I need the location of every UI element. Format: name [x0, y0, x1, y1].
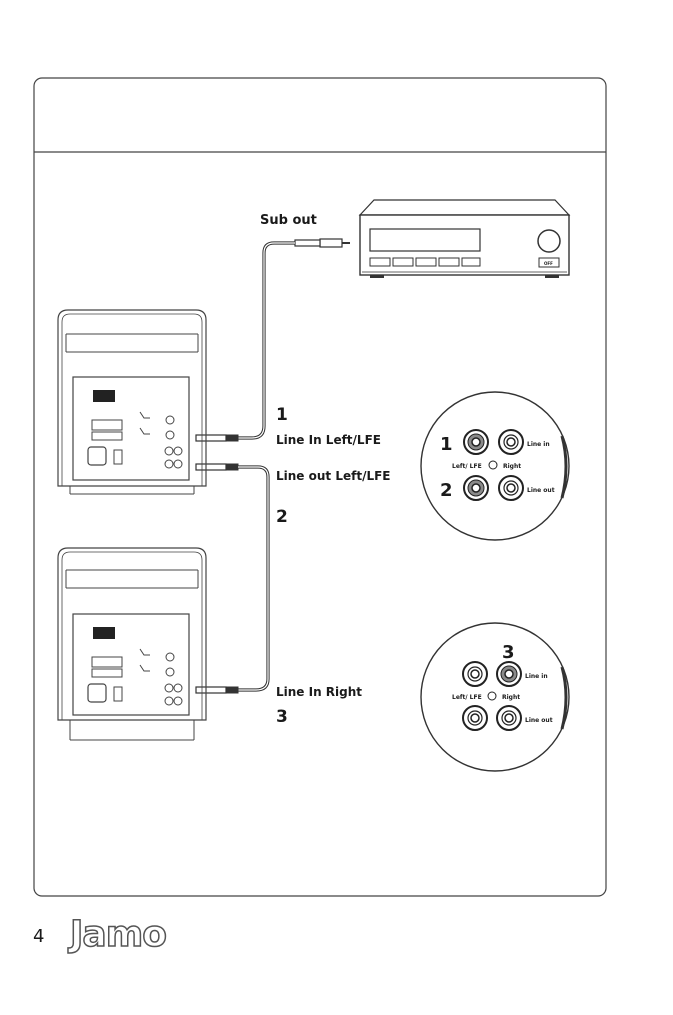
detail1-jack-line-out-right-icon	[498, 475, 524, 501]
detail1-jack-line-out-left-icon	[463, 475, 489, 501]
detail2-line-in: Line in	[525, 673, 548, 680]
detail2-jack-line-in-right-icon	[496, 661, 522, 687]
detail-circle-2: 3 Line in Line out Left/ LFE Right	[420, 622, 570, 772]
step1-label: Line In Left/LFE	[276, 433, 381, 447]
step3-number: 3	[276, 707, 288, 727]
detail-circle-1: 1 2 Line in Line out Left/ LFE Right	[420, 391, 570, 541]
sub1-jamo-badge	[93, 390, 115, 402]
jamo-logo: Jamo	[69, 913, 167, 956]
detail1-line-in: Line in	[527, 441, 550, 448]
step1-number: 1	[276, 405, 288, 425]
sub-out-label: Sub out	[260, 213, 317, 228]
page-number: 4	[33, 926, 45, 947]
detail2-jack-line-out-right-icon	[496, 705, 522, 731]
detail2-right: Right	[502, 694, 520, 701]
volume-knob-icon	[537, 229, 561, 253]
jamo-logo-text: Jamo	[69, 913, 167, 956]
detail1-num1: 1	[440, 434, 453, 455]
detail2-left-lfe: Left/ LFE	[452, 694, 482, 701]
subwoofer-1	[57, 309, 207, 495]
detail2-num3: 3	[502, 642, 515, 663]
detail1-jack-line-in-left-icon	[463, 429, 489, 455]
detail2-jack-line-out-left-icon	[462, 705, 488, 731]
sub2-jamo-badge	[93, 627, 115, 639]
amplifier-display	[369, 228, 481, 252]
step2-label: Line out Left/LFE	[276, 469, 391, 483]
off-button	[538, 257, 560, 268]
page-frame	[33, 77, 607, 897]
detail2-line-out: Line out	[525, 717, 553, 724]
amplifier: OFF	[358, 199, 571, 278]
detail1-line-out: Line out	[527, 487, 555, 494]
step2-number: 2	[276, 507, 288, 527]
off-button-label: OFF	[544, 261, 553, 266]
subwoofer-2	[57, 547, 207, 741]
link-cable	[195, 463, 270, 694]
detail1-jack-line-in-right-icon	[498, 429, 524, 455]
detail1-right: Right	[503, 463, 521, 470]
detail2-jack-line-in-left-icon	[462, 661, 488, 687]
detail1-num2: 2	[440, 480, 453, 501]
step3-label: Line In Right	[276, 685, 362, 699]
sub-out-cable	[195, 238, 350, 442]
detail1-left-lfe: Left/ LFE	[452, 463, 482, 470]
